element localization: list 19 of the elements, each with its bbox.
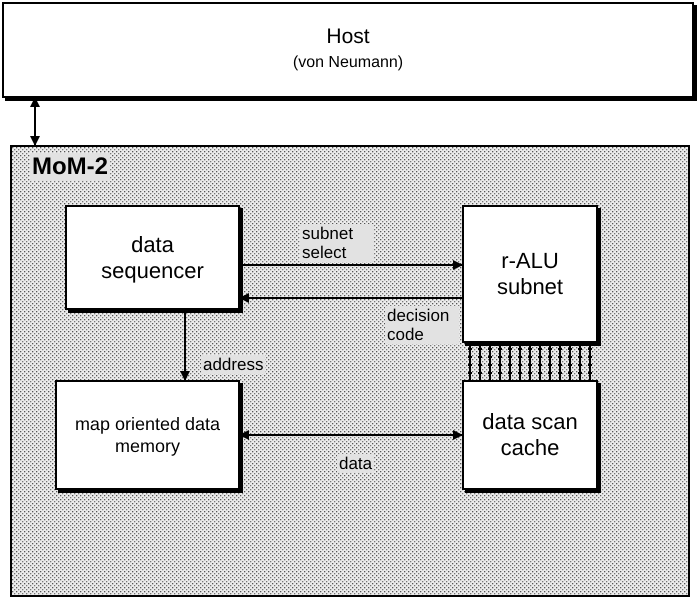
- edge-label: data: [337, 454, 374, 473]
- panel-title: MoM-2: [30, 153, 110, 181]
- edge-label: subnet select: [300, 224, 374, 262]
- process-box: [65, 205, 240, 310]
- process-box: [55, 380, 240, 490]
- box-label: r-ALU subnet: [496, 248, 564, 300]
- box-label: data scan cache: [481, 409, 579, 461]
- process-box: [462, 205, 598, 343]
- arrow: [240, 260, 463, 270]
- edge-label: decision code: [385, 306, 459, 344]
- process-box: [462, 380, 598, 490]
- box-label: map oriented data memory: [74, 413, 222, 457]
- host-box: [2, 2, 694, 98]
- edge-label: address: [201, 355, 266, 374]
- system-panel: [10, 145, 690, 597]
- box-label: Host: [325, 24, 371, 50]
- box-sublabel: (von Neumann): [292, 53, 404, 73]
- box-label: data sequencer: [100, 232, 205, 284]
- arrow: [180, 310, 190, 381]
